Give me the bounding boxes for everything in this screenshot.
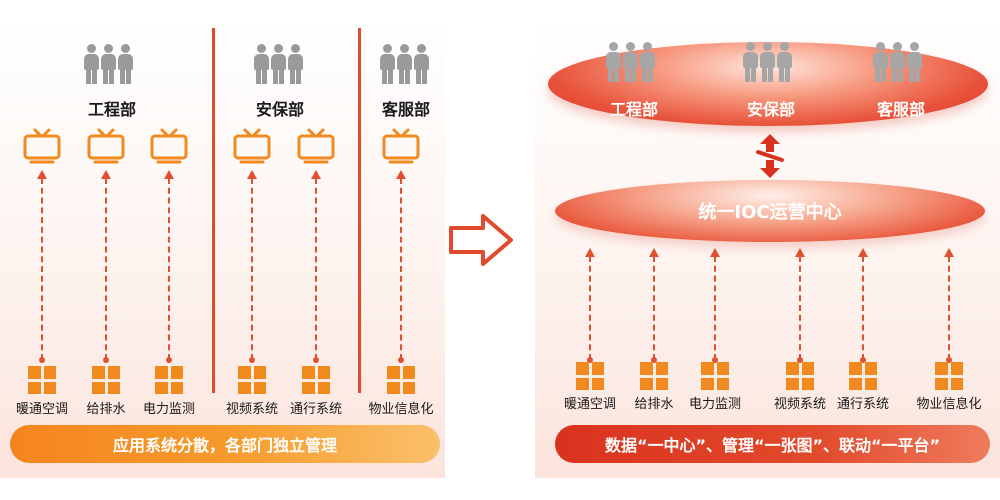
arrow-up-icon (795, 248, 805, 363)
ioc-center-title: 统一IOC运营中心 (698, 202, 842, 223)
arrow-up-icon (247, 170, 257, 363)
people-icon (606, 42, 655, 82)
grid-icon (28, 366, 56, 394)
grid-icon (701, 362, 729, 390)
people-icon (873, 42, 922, 82)
ioc-center-ellipse (555, 180, 985, 242)
arrow-up-icon (311, 170, 321, 363)
tv-icon (87, 128, 125, 164)
tv-icon (297, 128, 335, 164)
dept-label-customer-service: 客服部 (381, 100, 430, 119)
system-label: 通行系统 (289, 402, 342, 417)
system-label: 给排水 (634, 397, 674, 412)
grid-icon (849, 362, 877, 390)
dept-label-engineering: 工程部 (87, 100, 136, 119)
arrow-up-icon (649, 248, 659, 363)
left-summary-banner: 应用系统分散，各部门独立管理 (10, 425, 440, 463)
people-icon (254, 44, 303, 84)
right-summary-banner: 数据“一中心”、管理“一张图”、联动“一平台” (555, 425, 990, 463)
grid-icon (786, 362, 814, 390)
divider-1 (212, 28, 215, 393)
tv-icon (23, 128, 61, 164)
people-icon (743, 42, 792, 82)
system-label: 视频系统 (773, 397, 826, 412)
arrow-up-icon (944, 248, 954, 363)
swap-arrow-icon (756, 134, 784, 178)
left-panel-background (0, 18, 445, 478)
arrow-up-icon (858, 248, 868, 363)
grid-icon (935, 362, 963, 390)
grid-icon (92, 366, 120, 394)
system-label: 物业信息化 (368, 402, 434, 417)
divider-2 (358, 28, 361, 393)
system-label: 视频系统 (225, 402, 278, 417)
arrow-up-icon (37, 170, 47, 363)
grid-icon (155, 366, 183, 394)
arrow-up-icon (396, 170, 406, 363)
people-icon (84, 44, 133, 84)
grid-icon (640, 362, 668, 390)
people-icon (380, 44, 429, 84)
grid-icon (238, 366, 266, 394)
arrow-up-icon (710, 248, 720, 363)
grid-icon (387, 366, 415, 394)
grid-icon (302, 366, 330, 394)
tv-icon (233, 128, 271, 164)
dept-label-security: 安保部 (746, 100, 795, 119)
right-arrow-icon (449, 214, 513, 266)
system-label: 电力监测 (688, 397, 741, 412)
system-label: 电力监测 (142, 402, 195, 417)
arrow-up-icon (585, 248, 595, 363)
dept-label-security: 安保部 (255, 100, 304, 119)
system-label: 给排水 (86, 402, 126, 417)
tv-icon (382, 128, 420, 164)
dept-label-engineering: 工程部 (609, 100, 658, 119)
dept-label-customer-service: 客服部 (876, 100, 925, 119)
arrow-up-icon (164, 170, 174, 363)
arrow-up-icon (101, 170, 111, 363)
system-label: 通行系统 (836, 397, 889, 412)
system-label: 暖通空调 (563, 397, 616, 412)
system-label: 暖通空调 (15, 402, 68, 417)
system-label: 物业信息化 (916, 397, 982, 412)
grid-icon (576, 362, 604, 390)
tv-icon (150, 128, 188, 164)
